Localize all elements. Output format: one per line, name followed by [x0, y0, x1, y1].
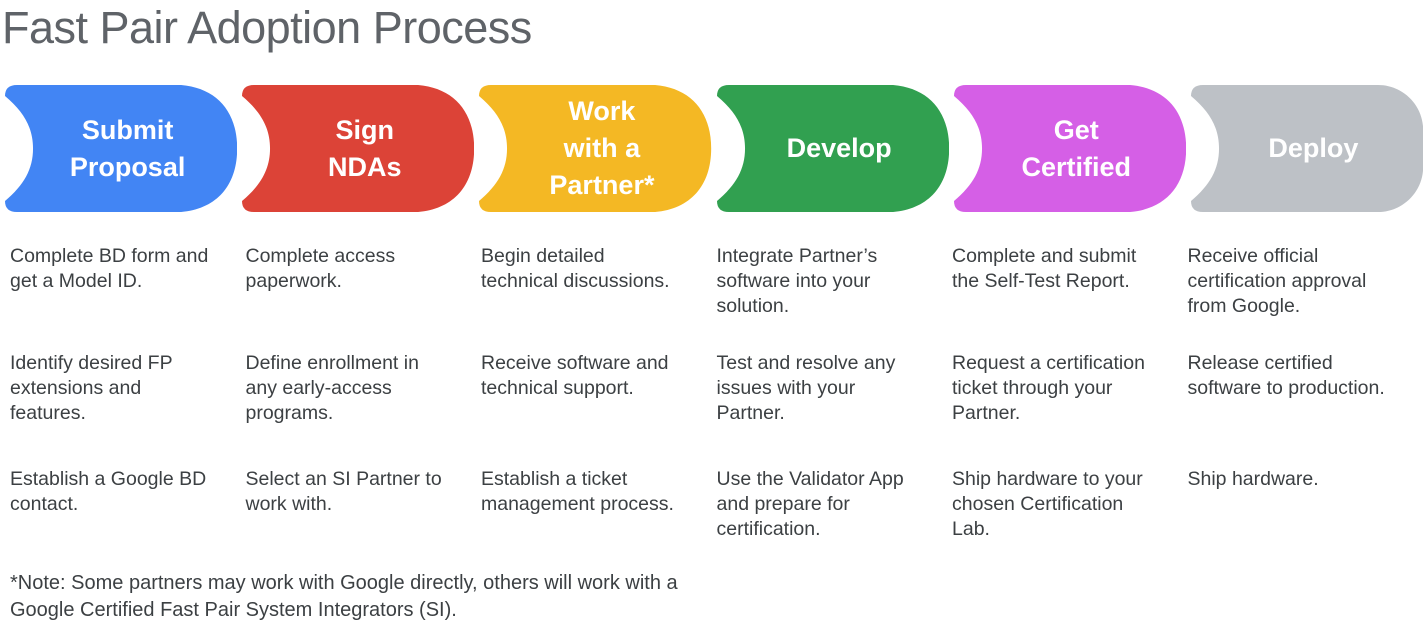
step-get-certified: Get Certified	[949, 85, 1186, 212]
desc-develop-3: Use the Validator App and prepare for ce…	[716, 468, 904, 540]
step-label-deploy: Deploy	[1268, 133, 1359, 163]
desc-work-with-partner-2: Receive software and technical support.	[481, 352, 669, 399]
desc-submit-proposal-1: Complete BD form and get a Model ID.	[10, 245, 209, 292]
step-arrow-shape-yellow	[479, 85, 712, 212]
desc-work-with-partner-1: Begin detailed technical discussions.	[481, 245, 670, 292]
desc-deploy-3: Ship hardware.	[1187, 468, 1319, 490]
desc-sign-ndas-2: Define enrollment in any early-access pr…	[245, 352, 419, 424]
step-arrow-shape-gray	[1190, 85, 1423, 212]
page-title: Fast Pair Adoption Process	[2, 2, 532, 53]
step-label-sign-ndas: Sign NDAs	[328, 114, 402, 182]
step-arrow-shape-magenta	[953, 85, 1186, 212]
desc-develop-1: Integrate Partner’s software into your s…	[716, 245, 878, 317]
desc-sign-ndas-1: Complete access paperwork.	[245, 245, 396, 292]
desc-deploy-1: Receive official certification approval …	[1187, 245, 1367, 317]
step-descriptions: Complete BD form and get a Model ID. Com…	[10, 244, 1423, 542]
step-work-with-partner: Work with a Partner*	[474, 85, 712, 212]
desc-get-certified-2: Request a certification ticket through y…	[952, 352, 1145, 424]
step-submit-proposal: Submit Proposal	[0, 85, 238, 212]
desc-develop-2: Test and resolve any issues with your Pa…	[716, 352, 896, 424]
desc-deploy-2: Release certified software to production…	[1187, 352, 1385, 399]
desc-get-certified-3: Ship hardware to your chosen Certificati…	[952, 468, 1143, 540]
step-develop: Develop	[712, 85, 949, 212]
step-label-develop: Develop	[786, 133, 892, 163]
step-arrow-shape-red	[242, 85, 475, 212]
desc-get-certified-1: Complete and submit the Self-Test Report…	[952, 245, 1137, 292]
process-band: Submit Proposal Sign NDAs Work with a Pa…	[0, 85, 1423, 212]
footnote: *Note: Some partners may work with Googl…	[10, 572, 678, 621]
step-deploy: Deploy	[1186, 85, 1423, 212]
step-label-work-with-partner: Work with a Partner*	[549, 96, 655, 200]
step-label-submit-proposal: Submit Proposal	[69, 114, 186, 182]
desc-sign-ndas-3: Select an SI Partner to work with.	[245, 468, 442, 515]
step-arrow-shape-blue	[5, 85, 238, 212]
step-arrow-shape-green	[716, 85, 949, 212]
desc-submit-proposal-2: Identify desired FP extensions and featu…	[10, 352, 173, 424]
step-label-get-certified: Get Certified	[1021, 114, 1132, 182]
step-sign-ndas: Sign NDAs	[237, 85, 475, 212]
desc-submit-proposal-3: Establish a Google BD contact.	[10, 468, 207, 515]
desc-work-with-partner-3: Establish a ticket management process.	[481, 468, 674, 515]
